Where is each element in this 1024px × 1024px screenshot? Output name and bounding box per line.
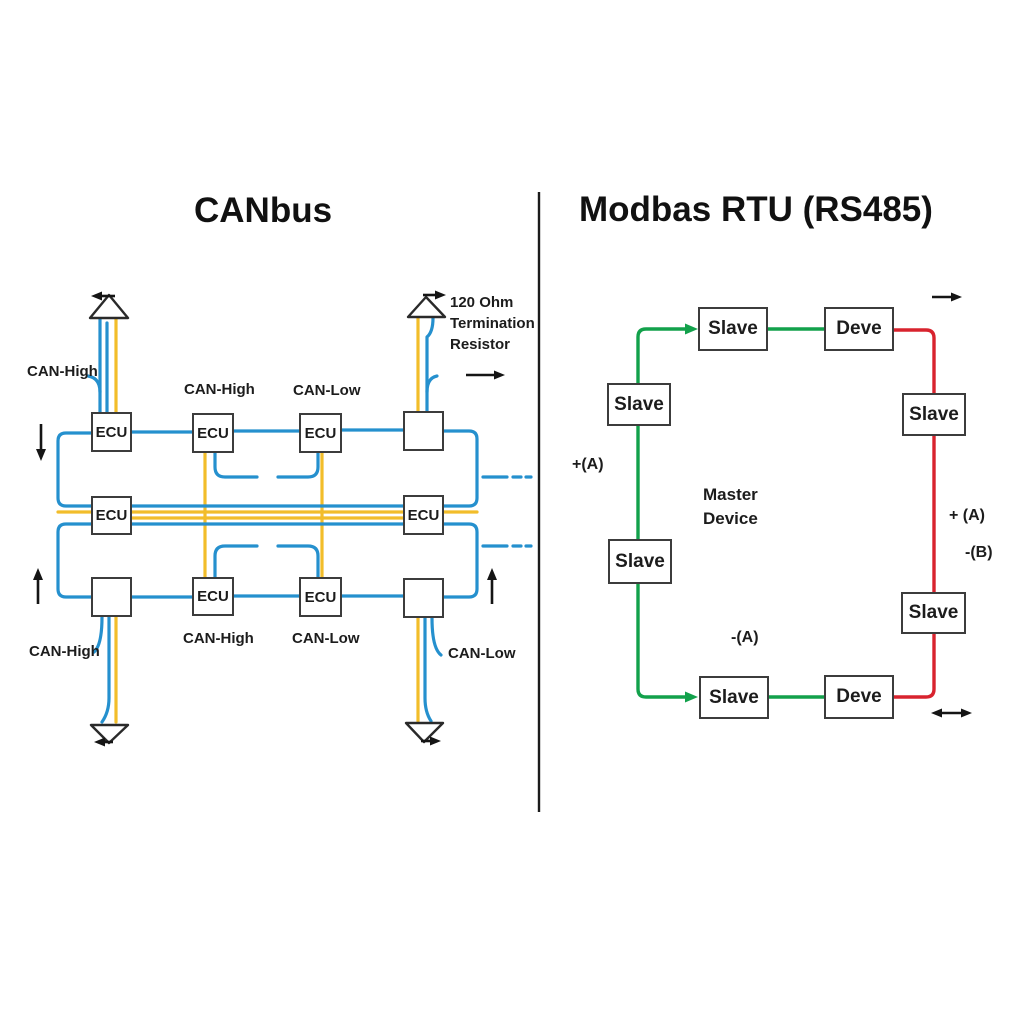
ecu-node-blank [403,578,444,618]
can-low-label: CAN-Low [448,645,516,662]
left-loop-bottom [56,522,93,599]
slave-node: Slave [698,307,768,351]
ecu-node: ECU [192,413,234,453]
termination-resistor-triangles [88,293,447,745]
arrow-both-icon [931,708,972,718]
arrow-right-icon [421,736,441,746]
arrow-up-icon [487,568,497,604]
arrow-down-icon [36,424,46,461]
can-high-branch-bottom [92,615,104,654]
plus-a-label: +(A) [572,456,604,473]
can-high-label: CAN-High [183,630,254,647]
ecu-node: ECU [299,577,342,617]
can-high-label: CAN-High [29,643,100,660]
slave-node: Slave [699,676,769,719]
can-high-label: CAN-High [184,381,255,398]
termination-triangle-top-left [88,293,130,320]
minus-a-label: -(A) [731,629,759,646]
termination-triangle-bottom-left [89,723,130,745]
ecu-node: ECU [403,495,444,535]
can-low-label: CAN-Low [292,630,360,647]
can-low-label: CAN-Low [293,382,361,399]
slave-node: Slave [607,383,671,426]
wire-a-green [636,327,689,699]
ecu-node-blank [403,411,444,451]
termination-triangle-top-right [406,295,447,319]
slave-node: Slave [608,539,672,584]
ecu-node: ECU [192,577,234,616]
master-device-label: Master Device [703,485,758,528]
can-direction-arrows [33,290,505,747]
right-loop-top [441,429,479,508]
can-high-label: CAN-High [27,363,98,380]
can-blue-wires [56,316,533,724]
modbus-wires [636,323,936,703]
modbus-direction-arrows [931,292,972,718]
device-node: Deve [824,307,894,351]
right-loop-bottom [441,522,479,599]
device-node: Deve [824,675,894,719]
arrow-left-icon [94,737,113,747]
ecu-node: ECU [91,412,132,452]
can-low-branch-top [425,374,439,394]
slave-node: Slave [902,393,966,436]
arrow-left-icon [91,291,115,301]
ecu-node-blank [91,577,132,617]
canbus-title: CANbus [194,191,333,230]
arrow-right-icon [423,290,446,300]
arrow-up-icon [33,568,43,604]
plus-a-label: + (A) [949,507,985,524]
ecu-node: ECU [299,413,342,453]
minus-b-label: -(B) [965,544,993,561]
left-loop-top [56,431,93,508]
termination-triangle-bottom-right [404,721,445,744]
arrow-right-icon [466,370,505,380]
wire-b-red [891,328,936,699]
modbus-title: Modbas RTU (RS485) [579,190,933,229]
arrow-right-icon [932,292,962,302]
ecu-node: ECU [91,496,132,535]
slave-node: Slave [901,592,966,634]
termination-resistor-note: 120 Ohm Termination Resistor [450,294,535,353]
can-high-branch-top [86,374,102,394]
can-low-branch-bottom [430,616,443,657]
